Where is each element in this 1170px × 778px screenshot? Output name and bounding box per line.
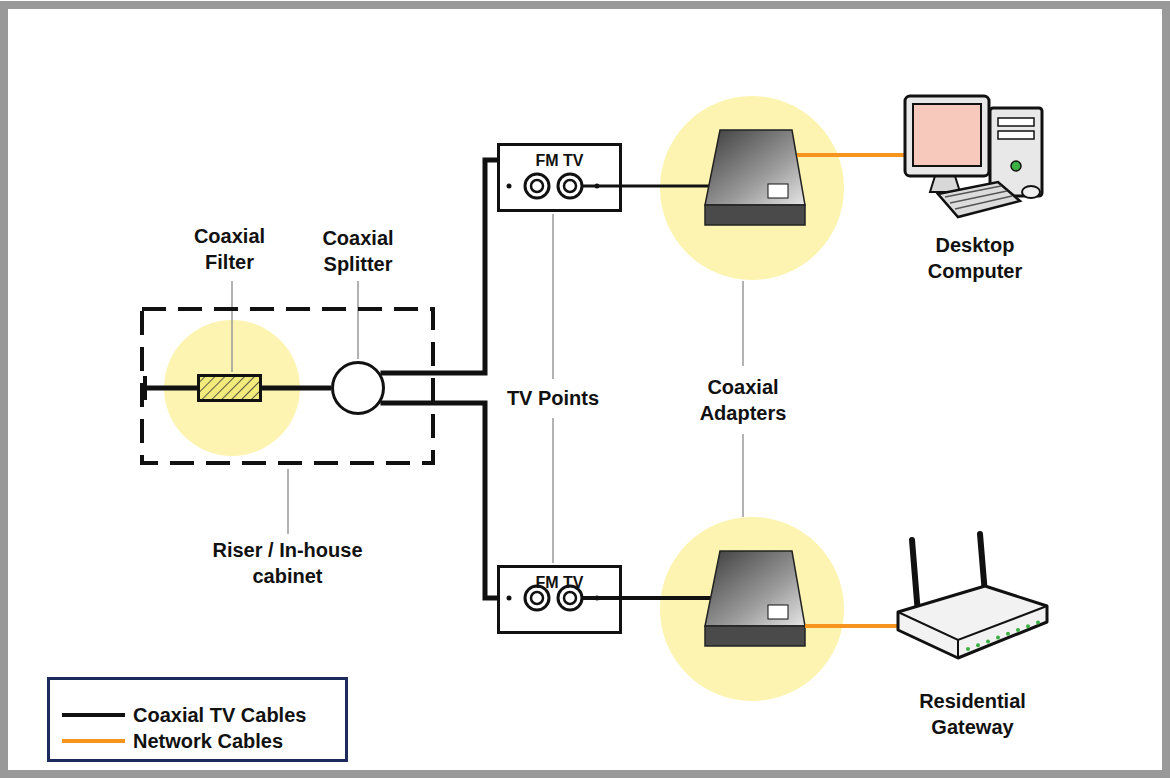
leader-line: [231, 281, 233, 372]
coax-cable: [380, 403, 497, 598]
led: [1036, 620, 1040, 624]
legend-sample: [62, 709, 125, 721]
legend-entry: Coaxial TV Cables: [62, 702, 331, 728]
led: [1016, 628, 1020, 632]
legend-line: [62, 739, 125, 743]
computer-icon: [905, 96, 1042, 217]
gateway-node: Residential Gateway: [895, 528, 1050, 668]
coaxial-adapter: [705, 130, 805, 225]
led: [1006, 632, 1010, 636]
node-label: Coaxial Splitter: [303, 225, 413, 277]
filter-symbol: [199, 376, 261, 401]
legend-sample: [62, 735, 125, 747]
node-label: Riser / In-house cabinet: [203, 537, 373, 589]
legend-entry: Network Cables: [62, 728, 331, 754]
node-label: Desktop Computer: [918, 232, 1033, 284]
router-body: [898, 586, 1047, 658]
router-icon: [898, 534, 1047, 658]
coaxial-adapter: [705, 551, 805, 646]
led: [986, 639, 990, 643]
port-label: FM TV: [500, 568, 619, 592]
mouse: [1022, 186, 1040, 198]
tv-socket: [564, 180, 576, 192]
highlight-circle: [660, 96, 844, 280]
coax-cable: [145, 386, 197, 391]
drive-bay: [998, 131, 1034, 139]
fm-socket: [531, 592, 543, 604]
callout-label: TV Points: [488, 385, 618, 411]
adapter-base: [705, 205, 805, 225]
socket-dot: [507, 184, 512, 189]
adapter-body: [705, 130, 805, 205]
leader-line: [552, 214, 554, 379]
fm-socket: [525, 174, 549, 198]
dashed-outline: [142, 309, 433, 463]
leader-line: [357, 281, 359, 359]
led: [976, 643, 980, 647]
tv-point-box: FM TV: [497, 143, 622, 212]
power-button: [1011, 161, 1021, 171]
router-edge: [957, 640, 959, 658]
router-leds: [966, 620, 1040, 651]
tv-socket: [564, 592, 576, 604]
led: [996, 636, 1000, 640]
keyboard: [938, 182, 1020, 217]
adapter-base: [705, 626, 805, 646]
led: [966, 647, 970, 651]
fm-socket: [531, 180, 543, 192]
network-cable: [797, 153, 906, 157]
key-row: [955, 196, 1012, 209]
filter-box: Coaxial Filter: [197, 374, 262, 402]
adapter-light: [768, 605, 788, 619]
router-edge: [898, 606, 1047, 640]
cabinet-box-outline: [140, 307, 435, 465]
leader-line: [552, 418, 554, 563]
screen: [913, 104, 981, 166]
node-label: Residential Gateway: [908, 688, 1038, 740]
antenna: [912, 540, 918, 614]
coax-cable: [582, 185, 711, 188]
monitor: [905, 96, 989, 176]
tv-point-box: FM TV: [497, 565, 622, 634]
cabinet-box: Riser / In-house cabinetCoaxial FilterCo…: [140, 307, 435, 465]
port-label: FM TV: [500, 146, 619, 170]
splitter-circle-outline: [331, 361, 385, 415]
legend-text: Network Cables: [133, 728, 283, 754]
splitter-symbol: [333, 363, 384, 414]
coax-cable: [582, 596, 711, 600]
tv-socket: [558, 174, 582, 198]
adapter-body: [705, 551, 805, 626]
key-row: [950, 191, 1007, 203]
key-row: [945, 186, 1001, 197]
callout-label: Coaxial Adapters: [688, 374, 798, 426]
adapter-light: [768, 184, 788, 198]
legend-box: Coaxial TV CablesNetwork Cables: [47, 677, 348, 762]
led: [1026, 624, 1030, 628]
socket-dot: [507, 596, 512, 601]
filter-box-outline: [197, 374, 262, 402]
network-cable: [805, 624, 899, 628]
leader-line: [287, 469, 289, 534]
leader-line: [742, 281, 744, 366]
coax-cable: [380, 160, 497, 373]
coax-cable: [262, 386, 331, 391]
splitter-circle: Coaxial Splitter: [331, 361, 385, 415]
drive-bay: [998, 118, 1034, 126]
leader-line: [742, 434, 744, 517]
legend-text: Coaxial TV Cables: [133, 702, 306, 728]
highlight-circle: [660, 517, 844, 701]
page-frame: [4, 5, 1166, 774]
node-label: Coaxial Filter: [175, 223, 285, 275]
computer-node: Desktop Computer: [900, 88, 1050, 223]
legend-line: [62, 713, 125, 717]
